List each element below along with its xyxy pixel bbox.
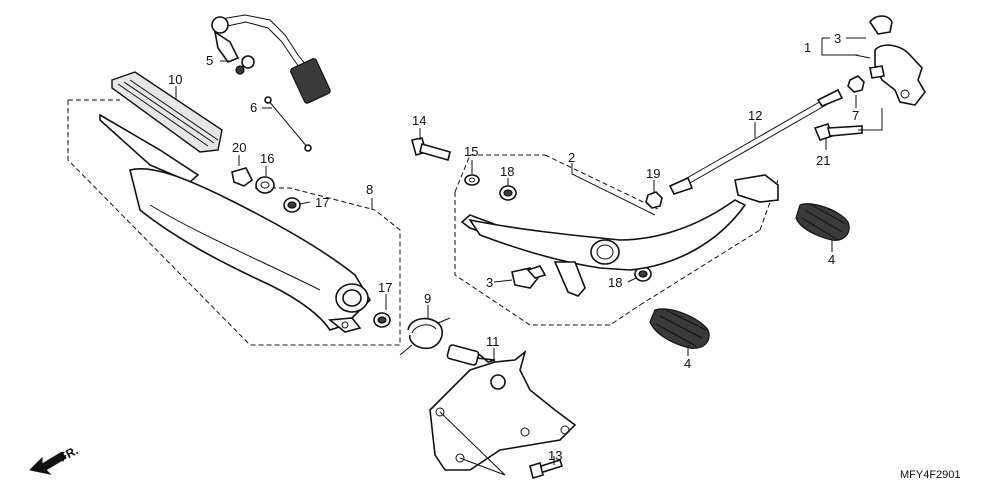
callout-4b: 4 [684, 356, 691, 371]
pedal-bracket [429, 344, 577, 476]
callout-2: 2 [568, 150, 575, 165]
callout-15: 15 [464, 144, 478, 159]
front-arrow-icon [28, 451, 67, 475]
leader-lines [175, 37, 883, 465]
nut-19 [645, 191, 663, 209]
callout-5: 5 [206, 53, 213, 68]
callouts: 1 3 7 21 4 4 12 19 2 14 15 18 3 18 10 5 … [168, 31, 859, 463]
return-spring [399, 317, 451, 356]
callout-14: 14 [412, 113, 426, 128]
callout-4a: 4 [828, 252, 835, 267]
brake-rod [668, 88, 844, 195]
footboard-body [99, 113, 372, 333]
callout-3a: 3 [834, 31, 841, 46]
switch-assembly [211, 14, 331, 104]
front-direction-indicator: FR. [28, 443, 80, 475]
footboard-rubber [111, 71, 223, 153]
callout-17a: 17 [315, 195, 329, 210]
callout-19: 19 [646, 166, 660, 181]
brake-pedal [460, 174, 779, 297]
callout-7: 7 [852, 108, 859, 123]
bolt-13 [529, 458, 564, 480]
callout-21: 21 [816, 153, 830, 168]
callout-16: 16 [260, 151, 274, 166]
bolt-14 [411, 137, 451, 161]
callout-10: 10 [168, 72, 182, 87]
callout-3b: 3 [486, 275, 493, 290]
callout-1: 1 [804, 40, 811, 55]
clevis-joint [869, 15, 926, 106]
callout-6: 6 [250, 100, 257, 115]
callout-13: 13 [548, 448, 562, 463]
callout-18b: 18 [608, 275, 622, 290]
callout-20: 20 [232, 140, 246, 155]
switch-spring [264, 96, 312, 152]
seals-18 [499, 185, 652, 282]
callout-9: 9 [424, 291, 431, 306]
callout-17b: 17 [378, 280, 392, 295]
diagram-code: MFY4F2901 [900, 469, 961, 481]
callout-18a: 18 [500, 164, 514, 179]
rubber-peg-upper [795, 203, 850, 241]
callout-12: 12 [748, 108, 762, 123]
small-hardware-left [231, 167, 391, 328]
nut-3-lower [511, 265, 547, 289]
callout-8: 8 [366, 182, 373, 197]
washer-15 [464, 174, 480, 186]
rubber-peg-lower [649, 308, 710, 349]
bolt-21 [813, 123, 863, 141]
nut-7 [847, 75, 865, 93]
callout-11: 11 [486, 334, 500, 349]
